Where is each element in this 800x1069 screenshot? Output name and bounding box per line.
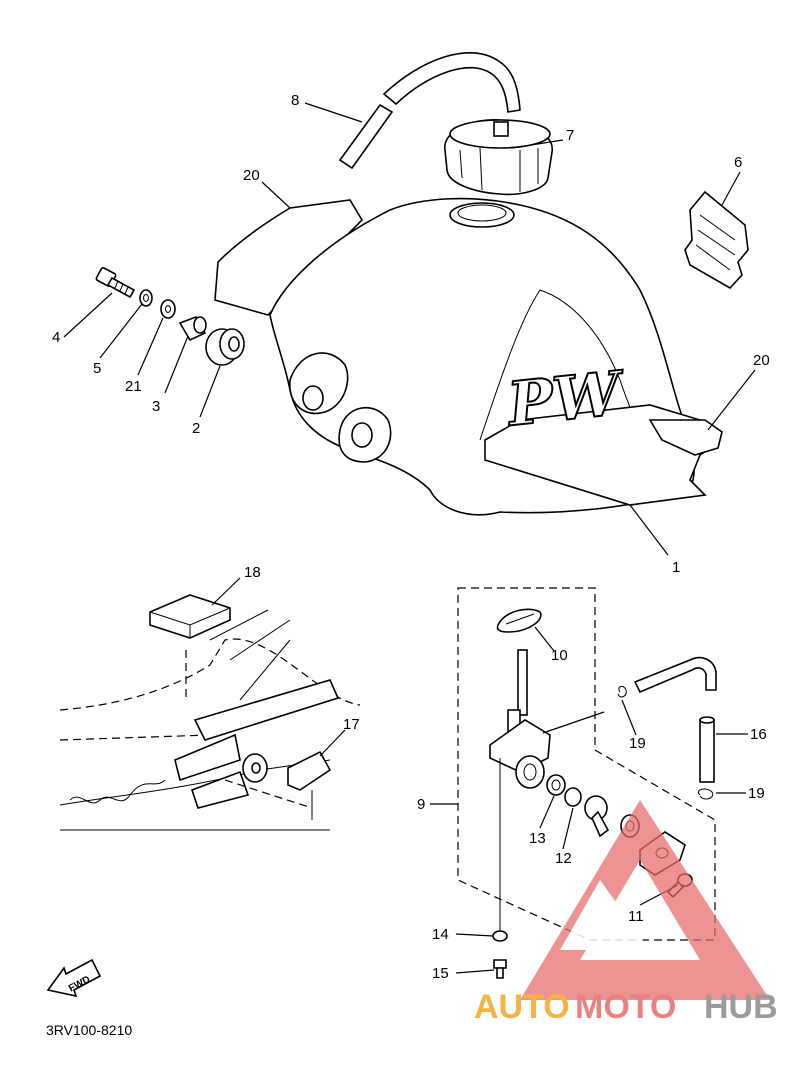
frame-detail-area [59, 609, 361, 831]
fuel-cock-assembly-part-9 [457, 587, 716, 941]
washer-part-5 [139, 289, 153, 307]
gasket-part-10 [496, 608, 542, 633]
fuel-cock-body [489, 649, 551, 930]
damper-plate-part-6 [684, 190, 749, 290]
fuel-hose-part-16 [633, 656, 717, 783]
collar-part-3 [178, 316, 207, 342]
tank-emblem-pw: PW [502, 357, 631, 441]
fwd-arrow-icon: FWD [46, 958, 102, 998]
callout-17: 17 [343, 716, 360, 733]
pad-part-18 [149, 594, 231, 639]
callout-9: 9 [417, 796, 425, 813]
callout-1: 1 [672, 559, 680, 576]
callout-14: 14 [432, 926, 449, 943]
washer-part-21 [160, 299, 176, 319]
callout-2: 2 [192, 420, 200, 437]
watermark-part-moto: MOTO [575, 988, 676, 1026]
callout-20-right: 20 [753, 352, 770, 369]
callout-6: 6 [734, 154, 742, 171]
bolt-part-4 [95, 266, 136, 299]
callout-5: 5 [93, 360, 101, 377]
callout-19-upper: 19 [629, 735, 646, 752]
leader-lines [63, 102, 756, 974]
watermark-part-hub: HUB [704, 988, 778, 1026]
callout-16: 16 [750, 726, 767, 743]
callout-3: 3 [152, 398, 160, 415]
callout-labels: 8 7 6 20 20 1 4 5 21 3 2 18 17 10 19 16 … [52, 92, 770, 982]
damper-part-17 [287, 750, 332, 791]
callout-18: 18 [244, 564, 261, 581]
diagram-code: 3RV100-8210 [46, 1022, 132, 1038]
callout-13: 13 [529, 830, 546, 847]
o-ring-part-12 [564, 787, 582, 807]
callout-4: 4 [52, 329, 60, 346]
watermark-part-auto: AUTO [474, 988, 570, 1026]
callout-20-left: 20 [243, 167, 260, 184]
fuel-tank-part-1 [269, 197, 717, 516]
callout-15: 15 [432, 965, 449, 982]
breather-hose-part-8 [338, 52, 521, 170]
tank-pad-right-part-20 [648, 419, 723, 456]
o-ring-part-13 [546, 774, 566, 796]
callout-21: 21 [125, 378, 142, 395]
callout-10: 10 [551, 647, 568, 664]
pw-emblem-text: PW [503, 358, 630, 440]
automotohub-watermark: AUTO MOTO HUB [474, 800, 778, 1026]
washer-part-14 [492, 930, 508, 942]
clip-part-19 [617, 685, 714, 800]
fuel-cap-part-7 [444, 119, 553, 196]
screw-part-15 [493, 959, 507, 979]
callout-7: 7 [566, 127, 574, 144]
callout-12: 12 [555, 850, 572, 867]
callout-11: 11 [628, 908, 644, 925]
callout-8: 8 [291, 92, 299, 109]
grommet-part-2 [205, 328, 245, 366]
callout-19-lower: 19 [748, 785, 765, 802]
